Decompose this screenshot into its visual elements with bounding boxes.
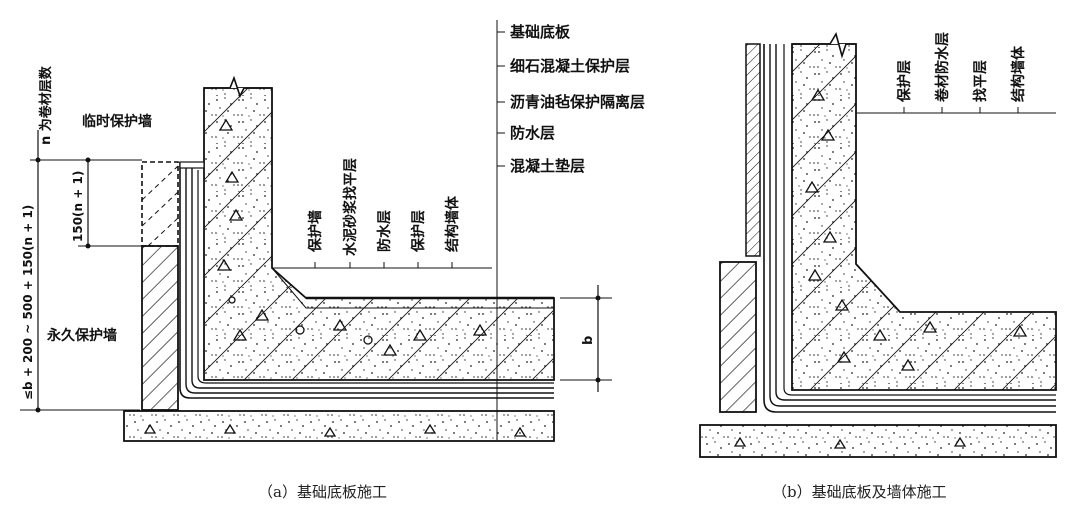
- break-mark-b: [792, 31, 856, 59]
- concrete-body-b: [791, 43, 1057, 391]
- protective-strip-b: [745, 43, 761, 257]
- label-foundation-slab: 基础底板: [509, 23, 571, 41]
- leader-ticks-a: [497, 31, 505, 167]
- permanent-wall-b: [719, 261, 757, 413]
- label-protective-layer-b: 保护层: [896, 60, 913, 103]
- label-concrete-cushion: 混凝土垫层: [510, 157, 585, 175]
- label-dimension-b: b: [581, 336, 596, 345]
- concrete-base-a: [123, 410, 555, 442]
- label-fine-stone-concrete: 细石混凝土保护层: [510, 57, 630, 75]
- top-label-ticks-b: [903, 107, 1019, 113]
- panel-a: 基础底板 细石混凝土保护层 沥青油毡保护隔离层 防水层 混凝土垫层 保护墙 水泥…: [20, 20, 645, 501]
- label-membrane-layer-b: 卷材防水层: [934, 32, 951, 103]
- label-structural-wall: 结构墙体: [444, 195, 461, 252]
- label-n-note: n 为卷材层数: [38, 65, 54, 145]
- membrane-layers-a: [179, 162, 554, 399]
- temporary-wall: [141, 161, 179, 247]
- label-permanent-wall: 永久保护墙: [46, 327, 117, 344]
- label-protective-wall: 保护墙: [307, 210, 324, 253]
- concrete-base-b: [699, 424, 1057, 458]
- caption-b: （b）基础底板及墙体施工: [772, 483, 947, 501]
- membrane-cap-a: [179, 161, 205, 169]
- label-protective-layer: 保护层: [410, 210, 427, 253]
- membrane-layers-b: [763, 44, 1056, 413]
- label-temporary-wall: 临时保护墙: [82, 113, 152, 130]
- label-structural-wall-b: 结构墙体: [1010, 45, 1027, 102]
- label-asphalt-felt: 沥青油毡保护隔离层: [510, 93, 645, 111]
- label-dimension-total: ≤b + 200 ~ 500 + 150(n + 1): [21, 205, 35, 400]
- label-leveling-layer-b: 找平层: [972, 60, 989, 102]
- vertical-label-ticks-a: [314, 262, 453, 268]
- caption-a: （a）基础底板施工: [258, 483, 387, 501]
- slab-inner-line-a: [271, 267, 554, 309]
- label-dimension-150: 150(n + 1): [71, 171, 85, 242]
- panel-b: 保护层 卷材防水层 找平层 结构墙体 （b）基础底板及墙体施工: [699, 31, 1057, 501]
- temporary-wall-hatch: [141, 165, 179, 247]
- label-waterproof-v: 防水层: [376, 210, 393, 252]
- break-mark-a: [204, 75, 272, 99]
- label-cement-mortar: 水泥砂浆找平层: [342, 158, 359, 256]
- aggregate-marks: [143, 88, 1028, 449]
- label-waterproof-layer: 防水层: [510, 124, 555, 142]
- permanent-wall: [141, 245, 179, 411]
